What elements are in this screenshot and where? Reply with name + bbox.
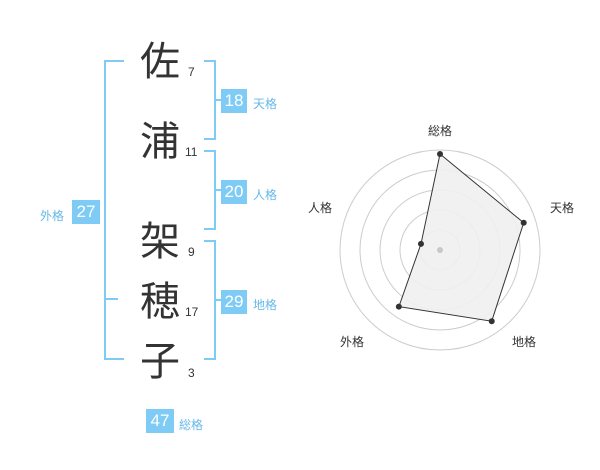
chikaku-label: 地格 — [253, 298, 278, 312]
jinkaku-label: 人格 — [253, 188, 278, 202]
radar-chart: 総格 天格 地格 外格 人格 — [308, 123, 574, 351]
jinkaku-value: 20 — [221, 180, 247, 204]
radar-point-3 — [395, 303, 402, 310]
jinkaku-connector — [214, 189, 222, 191]
radar-points — [395, 151, 527, 325]
kanji-3: 架 — [140, 219, 180, 265]
radar-label-soukaku: 総格 — [428, 123, 452, 138]
radar-label-gaikaku: 外格 — [340, 334, 364, 349]
chikaku-connector — [214, 299, 222, 301]
stroke-count-2: 11 — [185, 145, 198, 159]
gaikaku-label: 外格 — [40, 209, 65, 223]
radar-point-1 — [520, 219, 527, 226]
radar-point-0 — [437, 151, 443, 157]
radar-label-jinkaku: 人格 — [308, 200, 332, 215]
radar-area — [398, 153, 525, 322]
gaikaku-bracket — [104, 60, 124, 360]
gaikaku-divider — [104, 298, 118, 300]
kanji-4: 穂 — [140, 279, 180, 325]
stroke-count-5: 3 — [188, 366, 195, 380]
tenkaku-connector — [214, 99, 222, 101]
soukaku-label: 総格 — [179, 418, 204, 432]
radar-point-4 — [417, 240, 424, 247]
soukaku-value: 47 — [146, 409, 174, 433]
radar-ring-5 — [339, 149, 541, 351]
tenkaku-value: 18 — [221, 89, 247, 113]
stroke-count-3: 9 — [188, 245, 195, 259]
stroke-count-1: 7 — [188, 65, 195, 79]
radar-label-chikaku: 地格 — [512, 334, 536, 349]
chikaku-value: 29 — [221, 290, 247, 314]
radar-center — [437, 247, 443, 253]
radar-point-2 — [488, 318, 495, 325]
tenkaku-label: 天格 — [253, 97, 278, 111]
gaikaku-value: 27 — [72, 200, 100, 224]
radar-label-tenkaku: 天格 — [550, 200, 574, 215]
kanji-2: 浦 — [140, 119, 180, 165]
stroke-count-4: 17 — [185, 305, 199, 319]
kanji-5: 子 — [140, 339, 180, 385]
kanji-1: 佐 — [140, 39, 180, 85]
